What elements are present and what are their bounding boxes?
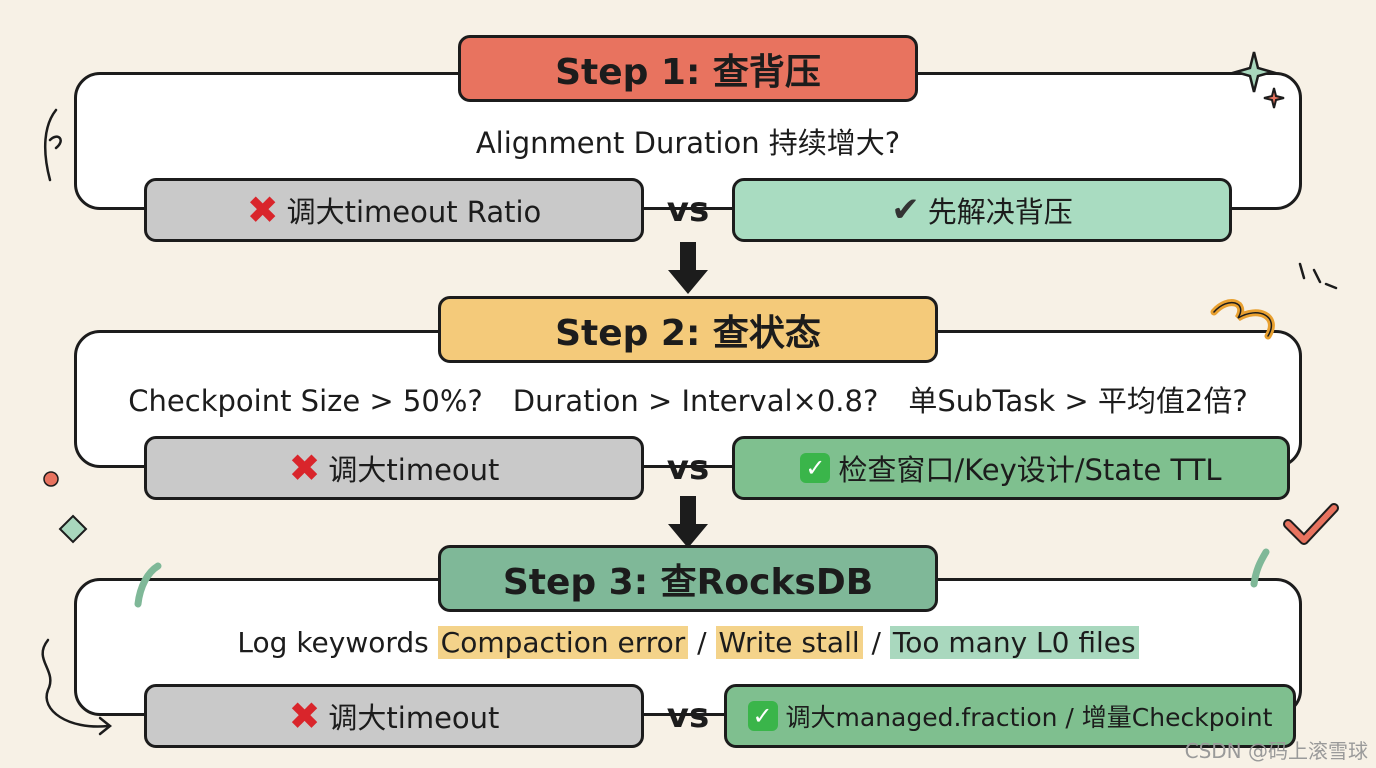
step1-good-label: 先解决背压 (927, 195, 1073, 229)
step3-good-option: ✓ 调大managed.fraction / 增量Checkpoint (724, 684, 1296, 748)
stroke-decoration (134, 562, 162, 608)
step2-question: Checkpoint Size > 50%? Duration > Interva… (0, 378, 1376, 420)
check-icon: ✔ (891, 190, 920, 230)
down-arrow-2 (668, 496, 708, 548)
burst-decoration (1298, 262, 1338, 290)
step2-bad-label: 调大timeout (328, 453, 500, 487)
diamond-decoration (58, 514, 88, 544)
step2-title: Step 2: 查状态 (555, 312, 821, 354)
separator: / (697, 626, 707, 659)
step3-bad-label: 调大timeout (328, 701, 500, 735)
cross-icon: ✖ (246, 188, 279, 232)
watermark: CSDN @码上滚雪球 (1184, 739, 1368, 763)
step2-q2: Duration > Interval×0.8? (512, 384, 879, 418)
step3-good-label: 调大managed.fraction / 增量Checkpoint (785, 703, 1273, 732)
check-icon: ✓ (800, 453, 831, 483)
check-decoration (1283, 503, 1339, 545)
step2-good-option: ✓ 检查窗口/Key设计/State TTL (732, 436, 1290, 500)
step2-header: Step 2: 查状态 (438, 296, 938, 363)
cross-icon: ✖ (288, 694, 321, 738)
step3-question: Log keywords Compaction error / Write st… (0, 626, 1376, 659)
step1-bad-option: ✖ 调大timeout Ratio (144, 178, 644, 242)
step3-title: Step 3: 查RocksDB (502, 561, 874, 603)
dot-decoration (43, 471, 59, 487)
squiggle-decoration (1210, 299, 1275, 340)
separator: / (871, 626, 881, 659)
step3-prefix: Log keywords (237, 626, 429, 659)
step1-bad-label: 调大timeout Ratio (286, 195, 542, 229)
swirl-decoration (44, 108, 62, 182)
step2-good-label: 检查窗口/Key设计/State TTL (838, 453, 1222, 487)
down-arrow-1 (668, 242, 708, 294)
keyword-compaction-error: Compaction error (437, 626, 689, 659)
cross-icon: ✖ (288, 446, 321, 490)
check-icon: ✓ (747, 701, 778, 731)
step3-header: Step 3: 查RocksDB (438, 545, 938, 612)
sparkle-decoration (1231, 51, 1285, 109)
step3-vs: vs (666, 696, 710, 736)
step1-header: Step 1: 查背压 (458, 35, 918, 102)
step2-q3: 单SubTask > 平均值2倍? (908, 384, 1248, 418)
step1-good-option: ✔ 先解决背压 (732, 178, 1232, 242)
curly-arrow-decoration (41, 638, 113, 736)
stroke-decoration-right (1250, 548, 1270, 588)
step1-vs: vs (666, 190, 710, 230)
keyword-too-many-l0-files: Too many L0 files (889, 626, 1139, 659)
step2-bad-option: ✖ 调大timeout (144, 436, 644, 500)
step1-question: Alignment Duration 持续增大? (475, 126, 901, 160)
step3-bad-option: ✖ 调大timeout (144, 684, 644, 748)
step2-vs: vs (666, 448, 710, 488)
keyword-write-stall: Write stall (715, 626, 863, 659)
step2-q1: Checkpoint Size > 50%? (128, 384, 483, 418)
step1-title: Step 1: 查背压 (555, 51, 821, 93)
